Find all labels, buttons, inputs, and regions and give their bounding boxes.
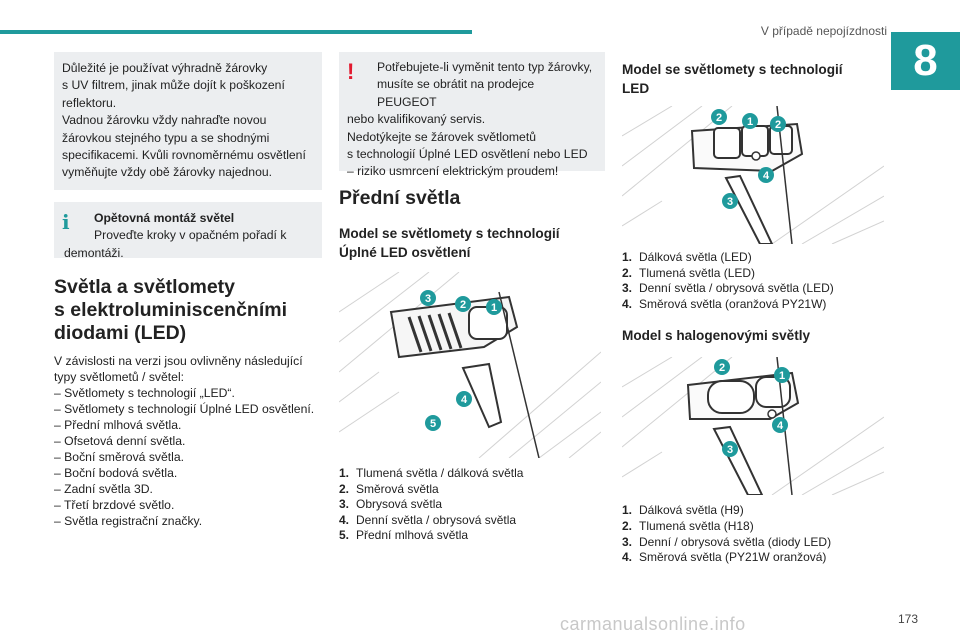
warning-icon: ! (347, 59, 355, 84)
warning-line: Potřebujete-li vyměnit tento typ žárovky… (377, 60, 593, 74)
legend-item: 3.Obrysová světla (339, 497, 443, 512)
legend-item: 2.Tlumená světla (LED) (622, 265, 756, 280)
legend-item: 1.Dálková světla (H9) (622, 503, 744, 518)
note-box: Důležité je používat výhradně žárovky s … (54, 52, 322, 190)
header-accent-bar (0, 30, 472, 34)
intro-text: V závislosti na verzi jsou ovlivněny nás… (54, 353, 322, 529)
intro-line: typy světlometů / světel: (54, 370, 185, 384)
info-line: Proveďte kroky v opačném pořadí k (94, 228, 287, 243)
legend-item: 2.Směrová světla (339, 481, 439, 496)
callout-label: 2 (716, 112, 722, 124)
note-line: vyměňujte vždy obě žárovky najednou. (62, 165, 273, 180)
callout-label: 4 (461, 394, 468, 406)
legend-item: 4.Směrová světla (oranžová PY21W) (622, 296, 827, 311)
column-right: Model se světlomety s technologií LED 2 … (622, 52, 884, 566)
callout-label: 1 (747, 116, 753, 128)
warning-box: ! Potřebujete-li vyměnit tento typ žárov… (339, 52, 605, 178)
note-line: Důležité je používat výhradně žárovky (62, 61, 268, 75)
warning-line: musíte se obrátit na prodejce PEUGEOT (377, 77, 535, 109)
section-heading: Světla a světlomety s elektroluminiscenč… (54, 276, 322, 345)
subheading-line: Model se světlomety s technologií (339, 226, 560, 241)
list-item: – Světla registrační značky. (54, 514, 203, 528)
legend-item: 1.Dálková světla (LED) (622, 250, 752, 264)
callout-label: 1 (779, 370, 785, 382)
warning-line: s technologií Úplné LED osvětlení nebo L… (347, 147, 588, 162)
list-item: – Světlomety s technologií Úplné LED osv… (54, 402, 315, 416)
list-item: – Boční bodová světla. (54, 466, 178, 480)
running-header: V případě nepojízdnosti (760, 24, 887, 38)
callout-label: 1 (491, 302, 497, 314)
headlight-led-illustration: 2 1 2 4 3 (622, 106, 884, 244)
legend-list: 1.Tlumená světla / dálková světla 2.Směr… (339, 466, 605, 544)
column-middle: ! Potřebujete-li vyměnit tento typ žárov… (339, 52, 605, 544)
callout-label: 3 (425, 293, 431, 305)
headlight-led-figure: 2 1 2 4 3 (622, 106, 884, 244)
headlight-full-led-figure: 3 2 1 4 5 (339, 272, 605, 458)
watermark: carmanualsonline.info (560, 614, 746, 634)
section-heading: Přední světla (339, 187, 461, 209)
info-line: demontáži. (64, 245, 124, 260)
callout-label: 2 (460, 299, 466, 311)
list-item: – Zadní světla 3D. (54, 482, 153, 496)
legend-item: 1.Tlumená světla / dálková světla (339, 466, 524, 480)
intro-line: V závislosti na verzi jsou ovlivněny nás… (54, 354, 303, 368)
subheading-line: Úplné LED osvětlení (339, 245, 471, 260)
callout-label: 4 (763, 170, 770, 182)
note-line: s UV filtrem, jinak může dojít k poškoze… (62, 78, 285, 93)
legend-item: 4.Denní světla / obrysová světla (339, 512, 517, 527)
chapter-tab: 8 (891, 32, 960, 90)
heading-line: Světla a světlomety (54, 276, 236, 298)
legend-item: 4.Směrová světla (PY21W oranžová) (622, 550, 827, 565)
subheading: Model se světlomety s technologií Úplné … (339, 224, 605, 262)
callout-label: 3 (727, 444, 733, 456)
list-item: – Přední mlhová světla. (54, 418, 182, 432)
column-left: Důležité je používat výhradně žárovky s … (54, 52, 322, 529)
info-title: Opětovná montáž světel (94, 211, 235, 225)
warning-line: – riziko usmrcení elektrickým proudem! (347, 164, 559, 179)
info-box: i Opětovná montáž světel Proveďte kroky … (54, 202, 322, 260)
headlight-halogen-figure: 2 1 4 3 (622, 357, 884, 496)
callout-label: 3 (727, 196, 733, 208)
note-line: Vadnou žárovku vždy nahraďte novou (62, 113, 267, 128)
legend-item: 5.Přední mlhová světla (339, 528, 469, 543)
callout-label: 5 (430, 418, 436, 430)
legend-item: 3.Denní světla / obrysová světla (LED) (622, 281, 834, 296)
callout-label: 2 (719, 362, 725, 374)
subheading-line: Model se světlomety s technologií (622, 62, 843, 77)
headlight-full-led-illustration: 3 2 1 4 5 (339, 272, 601, 458)
page-number: 173 (897, 612, 918, 626)
legend-list: 1.Dálková světla (LED) 2.Tlumená světla … (622, 250, 884, 312)
list-item: – Třetí brzdové světlo. (54, 498, 175, 512)
heading-line: s elektroluminiscenčními (54, 299, 288, 321)
headlight-halogen-illustration: 2 1 4 3 (622, 357, 884, 496)
subheading: Model s halogenovými světly (622, 328, 811, 344)
note-line: specifikacemi. Kvůli rovnoměrnému osvětl… (62, 148, 306, 163)
warning-line: Nedotýkejte se žárovek světlometů (347, 129, 536, 144)
list-item: – Světlomety s technologií „LED“. (54, 386, 235, 400)
list-item: – Boční směrová světla. (54, 450, 185, 464)
legend-item: 3.Denní / obrysová světla (diody LED) (622, 534, 832, 549)
warning-line: nebo kvalifikovaný servis. (347, 112, 486, 127)
legend-list: 1.Dálková světla (H9) 2.Tlumená světla (… (622, 503, 884, 565)
note-line: žárovkou stejného typu a se shodnými (62, 130, 270, 145)
callout-label: 2 (775, 119, 781, 131)
subheading: Model se světlomety s technologií LED (622, 60, 884, 98)
subheading-line: LED (622, 81, 650, 96)
callout-label: 4 (777, 420, 784, 432)
note-line: reflektoru. (62, 95, 117, 110)
list-item: – Ofsetová denní světla. (54, 434, 186, 448)
info-icon: i (62, 210, 70, 234)
heading-line: diodami (LED) (54, 322, 187, 344)
legend-item: 2.Tlumená světla (H18) (622, 518, 754, 533)
